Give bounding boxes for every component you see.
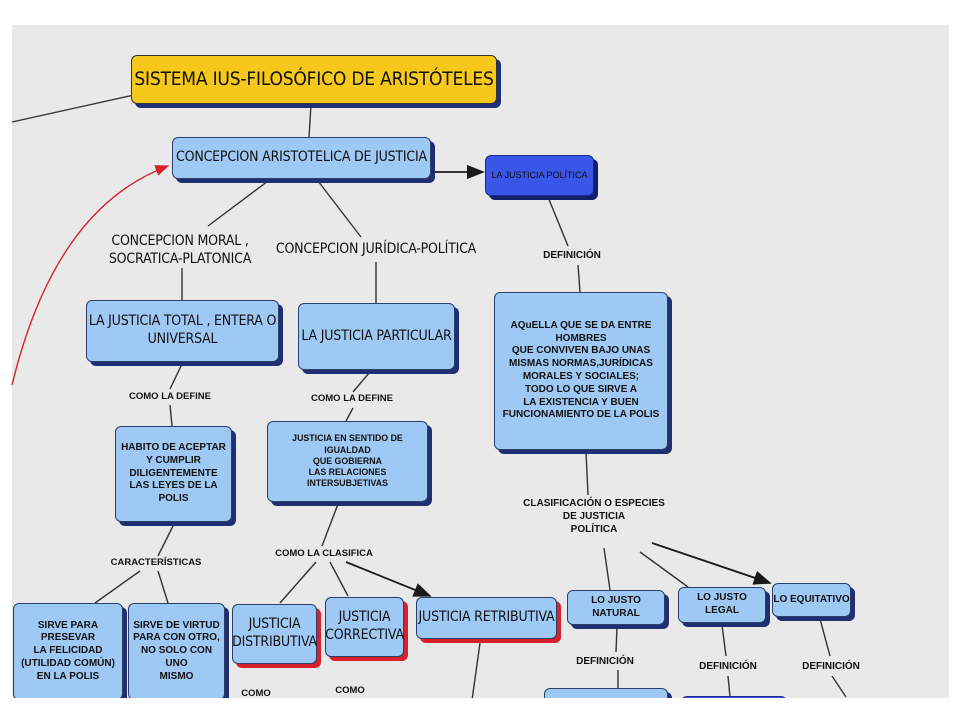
node-justicia-total[interactable]: LA JUSTICIA TOTAL , ENTERA O UNIVERSAL (86, 300, 279, 362)
node-sirve-preservar[interactable]: SIRVE PARA PRESEVAR LA FELICIDAD (UTILID… (13, 603, 123, 700)
label-concepcion-juridica: CONCEPCION JURÍDICA-POLÍTICA (275, 241, 477, 257)
node-justicia-correctiva[interactable]: JUSTICIA CORRECTIVA (325, 597, 404, 657)
label-como-define-2: COMO LA DEFINE (311, 393, 393, 404)
node-sirve-virtud[interactable]: SIRVE DE VIRTUD PARA CON OTRO, NO SOLO C… (128, 603, 225, 700)
node-aquella-definicion[interactable]: AQuELLA QUE SE DA ENTRE HOMBRES QUE CONV… (494, 292, 668, 450)
node-concepcion-aristotelica[interactable]: CONCEPCION ARISTOTELICA DE JUSTICIA (172, 137, 431, 179)
label-definicion-3: DEFINICIÓN (699, 661, 757, 672)
node-justicia-igualdad[interactable]: JUSTICIA EN SENTIDO DE IGUALDAD QUE GOBI… (267, 421, 428, 502)
node-equitativo[interactable]: LO EQUITATIVO (772, 583, 851, 617)
label-definicion-2: DEFINICIÓN (576, 656, 634, 667)
label-como-define-1: COMO LA DEFINE (129, 391, 211, 402)
label-concepcion-moral: CONCEPCION MORAL , SOCRATICA-PLATONICA (108, 233, 252, 268)
title-node[interactable]: SISTEMA IUS-FILOSÓFICO DE ARISTÓTELES (131, 55, 497, 104)
node-justicia-distributiva[interactable]: JUSTICIA DISTRIBUTIVA (232, 604, 317, 664)
label-definicion-1: DEFINICIÓN (543, 250, 601, 261)
node-justo-legal[interactable]: LO JUSTO LEGAL (678, 587, 766, 623)
label-como-clasifica: COMO LA CLASIFICA (275, 548, 373, 559)
label-definicion-4: DEFINICIÓN (802, 661, 860, 672)
node-justicia-retributiva[interactable]: JUSTICIA RETRIBUTIVA (416, 597, 557, 639)
node-justicia-politica[interactable]: LA JUSTICIA POLÍTICA (485, 155, 594, 196)
node-habito-aceptar[interactable]: HABITO DE ACEPTAR Y CUMPLIR DILIGENTEMEN… (115, 426, 232, 522)
label-caracteristicas: CARACTERÍSTICAS (110, 557, 202, 568)
node-justo-natural[interactable]: LO JUSTO NATURAL (567, 590, 665, 625)
node-justicia-particular[interactable]: LA JUSTICIA PARTICULAR (298, 303, 455, 370)
label-clasificacion-especies: CLASIFICACIÓN O ESPECIES DE JUSTICIA POL… (523, 498, 665, 535)
bottom-margin (0, 698, 960, 720)
